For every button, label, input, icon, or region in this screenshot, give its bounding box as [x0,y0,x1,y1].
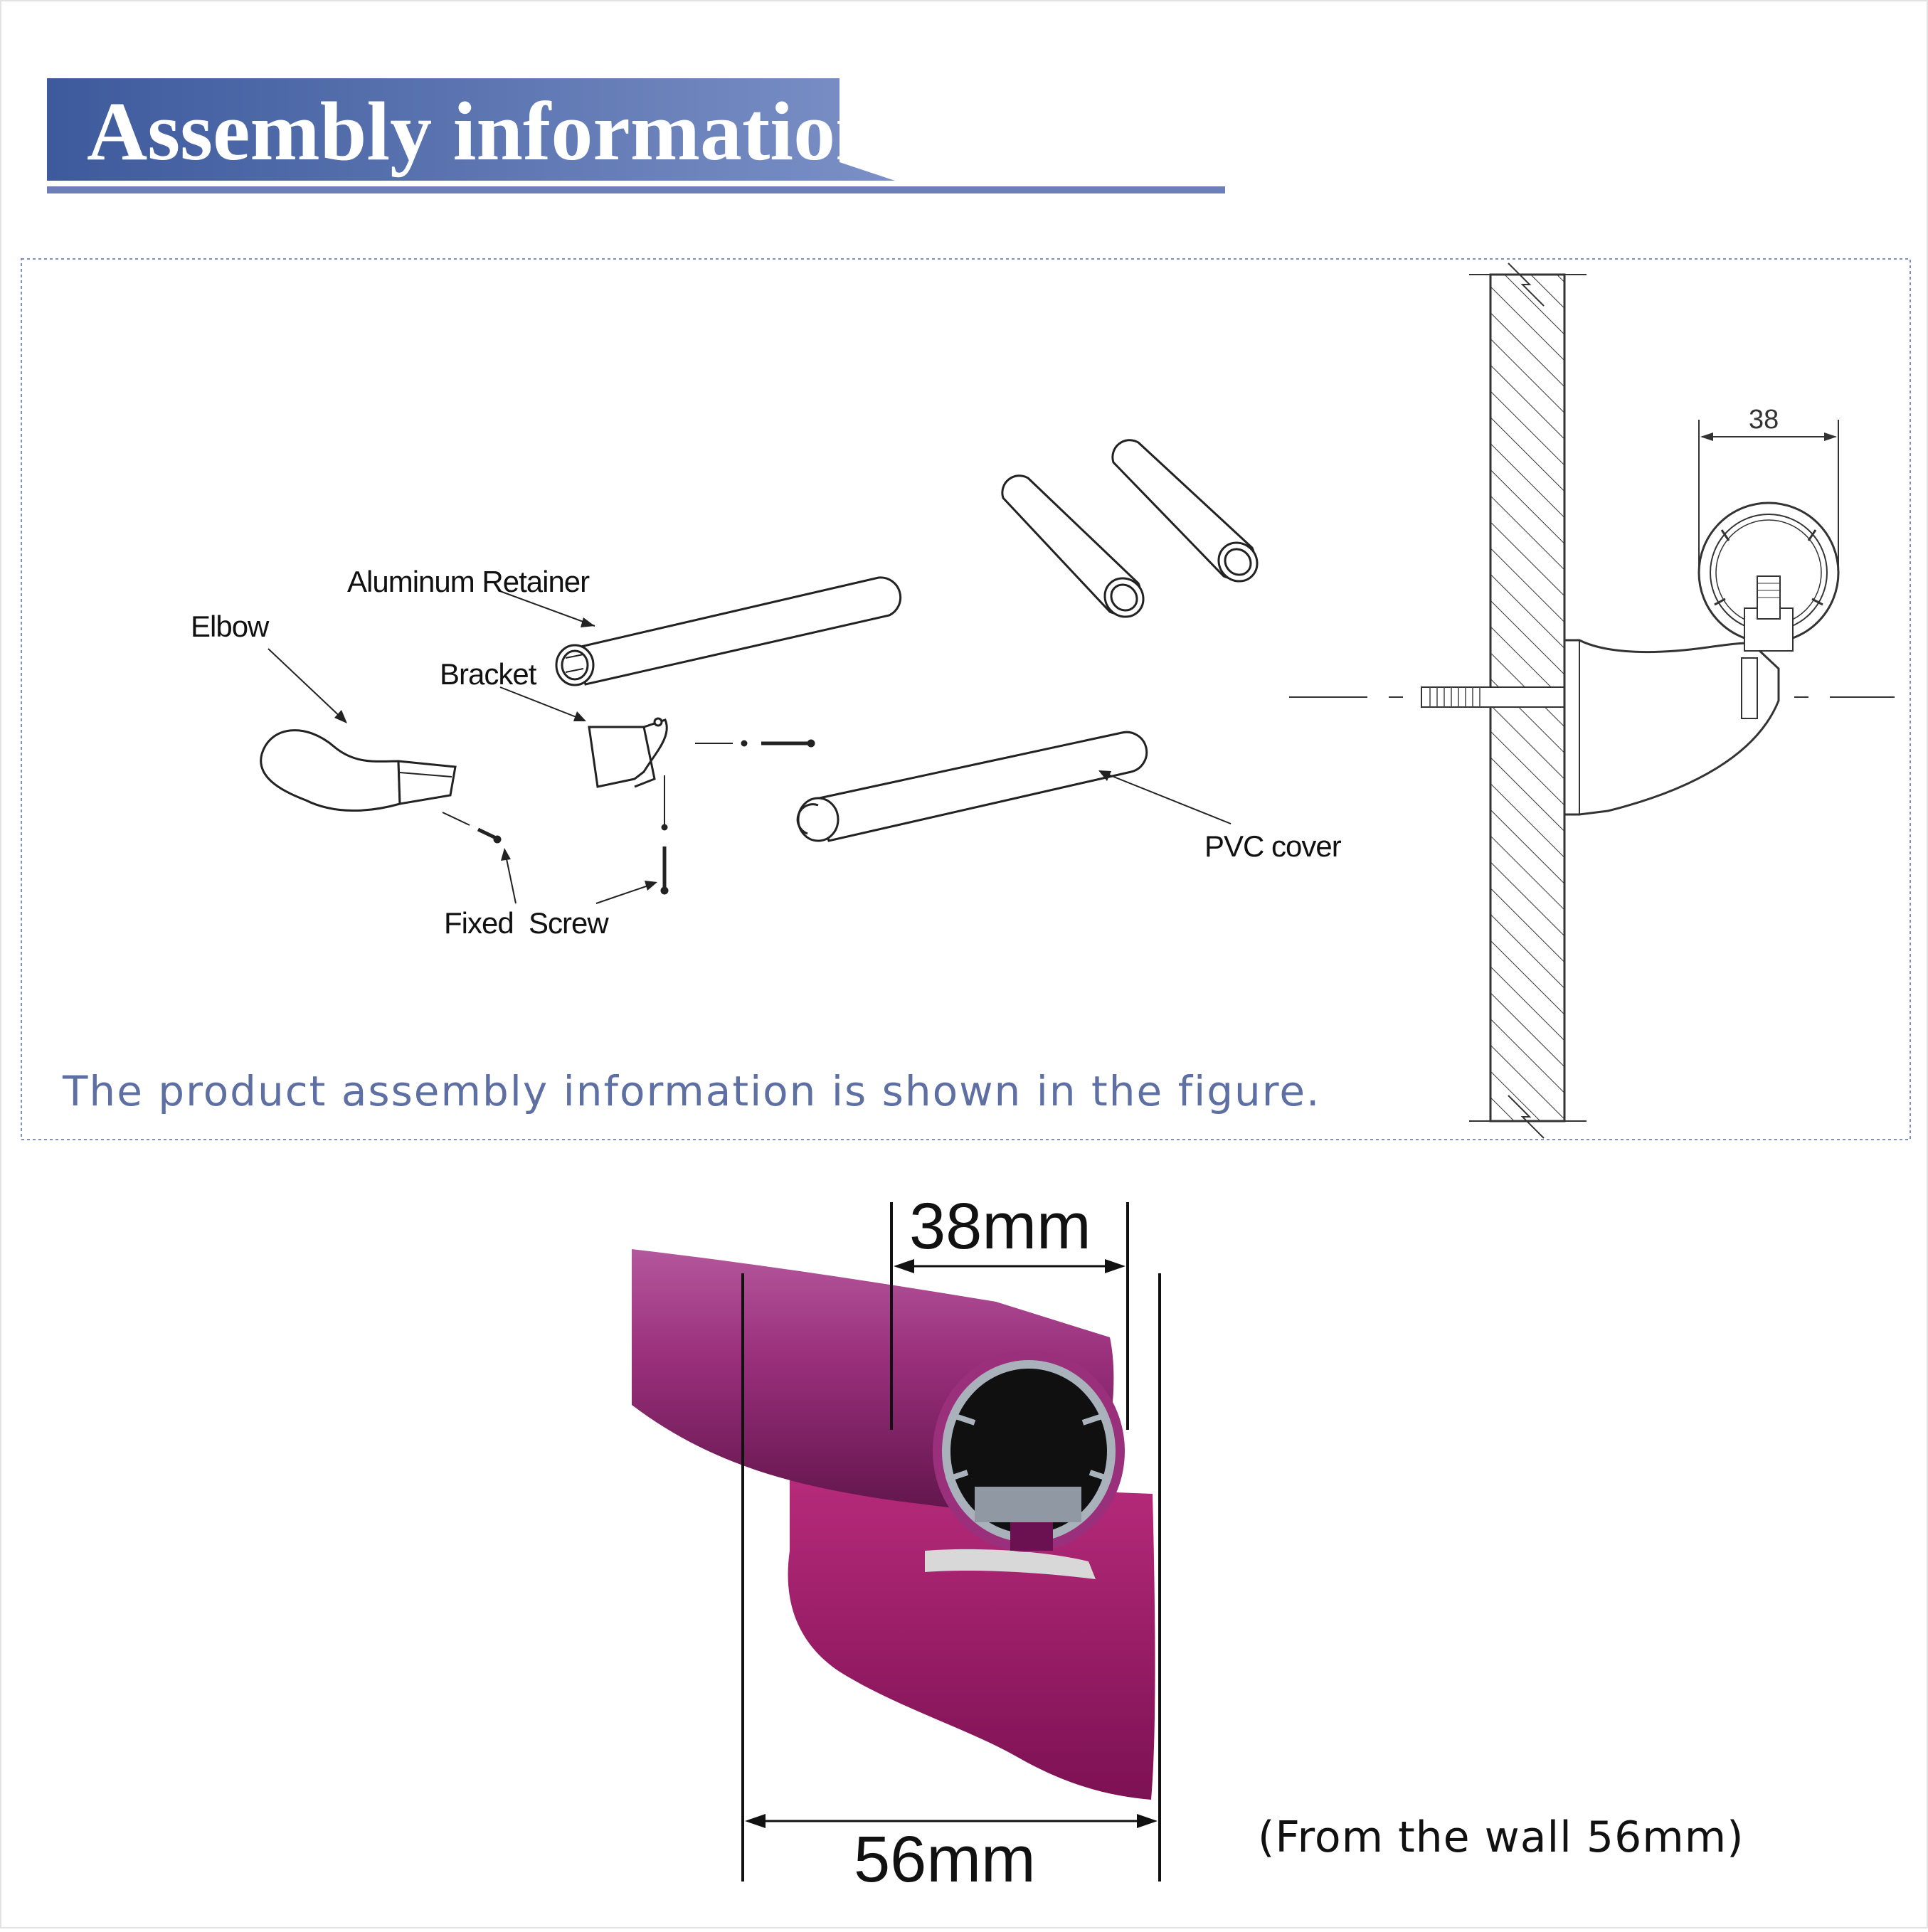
aluminum-retainer-part [555,576,902,686]
pvc-cover-part [796,731,1148,842]
assembly-caption: The product assembly information is show… [63,1067,1321,1115]
bracket-part [588,717,668,788]
page-title: Assembly information [87,85,882,178]
photo-dimension-38mm: 38mm [909,1190,1091,1263]
label-pvc-cover: PVC cover [1204,829,1342,863]
section-dimension-38: 38 [1749,405,1779,435]
screws [442,739,815,895]
elbow-part [260,729,457,812]
wall-distance-note: (From the wall 56mm) [1258,1812,1744,1862]
label-aluminum-retainer: Aluminum Retainer [347,565,590,598]
short-tube-right [1111,439,1259,583]
photo-dimensions [741,1202,1161,1881]
header-banner: Assembly information [47,78,1225,193]
short-tube-left [1001,474,1145,618]
diagram-frame [21,258,1911,1140]
label-bracket: Bracket [440,657,537,691]
exploded-view [260,439,1259,904]
product-photo [632,1249,1155,1800]
leader-lines [268,590,1232,904]
wall-section: 38 [1289,262,1895,1139]
label-fixed-screw: Fixed Screw [444,906,609,940]
label-elbow: Elbow [191,610,270,643]
photo-dimension-56mm: 56mm [854,1823,1036,1896]
